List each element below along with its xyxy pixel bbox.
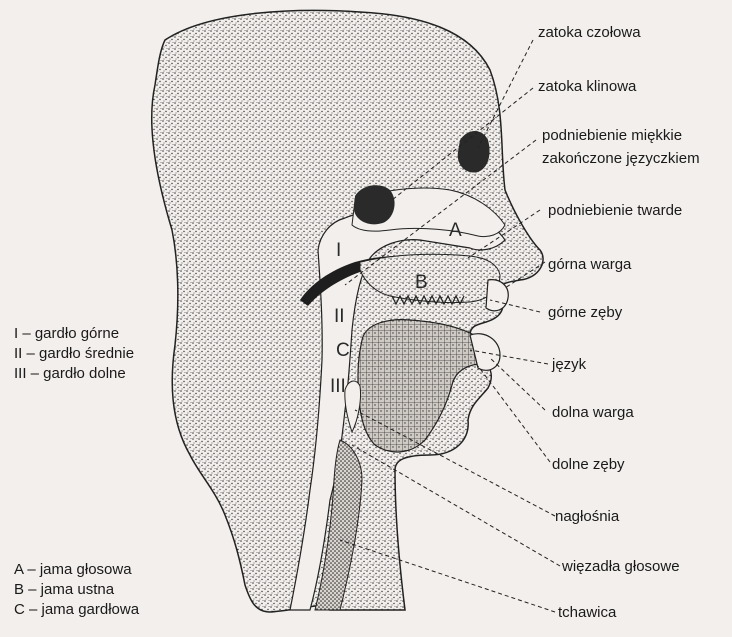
- label-soft-palate-1: podniebienie miękkie: [542, 127, 682, 144]
- legend-cavity-item: B – jama ustna: [14, 580, 139, 600]
- marker-i: I: [336, 240, 341, 262]
- marker-ii: II: [334, 306, 345, 328]
- label-frontal-sinus: zatoka czołowa: [538, 24, 641, 41]
- legend-pharynx-item: II – gardło średnie: [14, 344, 134, 364]
- label-upper-teeth: górne zęby: [548, 304, 622, 321]
- marker-iii: III: [330, 376, 346, 398]
- label-soft-palate-2: zakończone języczkiem: [542, 150, 700, 167]
- label-vocal-cords: więzadła głosowe: [562, 558, 680, 575]
- label-tongue: język: [552, 356, 586, 373]
- label-trachea: tchawica: [558, 604, 616, 621]
- label-sphenoid-sinus: zatoka klinowa: [538, 78, 636, 95]
- label-upper-lip: górna warga: [548, 256, 631, 273]
- sphenoid-sinus: [354, 185, 395, 224]
- label-lower-lip: dolna warga: [552, 404, 634, 421]
- legend-pharynx-item: I – gardło górne: [14, 324, 134, 344]
- marker-a: A: [449, 220, 462, 242]
- label-lower-teeth: dolne zęby: [552, 456, 625, 473]
- legend-cavities: A – jama głosowa B – jama ustna C – jama…: [14, 560, 139, 620]
- legend-cavity-item: A – jama głosowa: [14, 560, 139, 580]
- marker-b: B: [415, 272, 428, 294]
- legend-pharynx-item: III – gardło dolne: [14, 364, 134, 384]
- frontal-sinus: [458, 131, 490, 173]
- marker-c: C: [336, 340, 350, 362]
- label-hard-palate: podniebienie twarde: [548, 202, 682, 219]
- legend-pharynx: I – gardło górne II – gardło średnie III…: [14, 324, 134, 384]
- label-epiglottis: nagłośnia: [555, 508, 619, 525]
- upper-lip: [486, 280, 508, 311]
- legend-cavity-item: C – jama gardłowa: [14, 600, 139, 620]
